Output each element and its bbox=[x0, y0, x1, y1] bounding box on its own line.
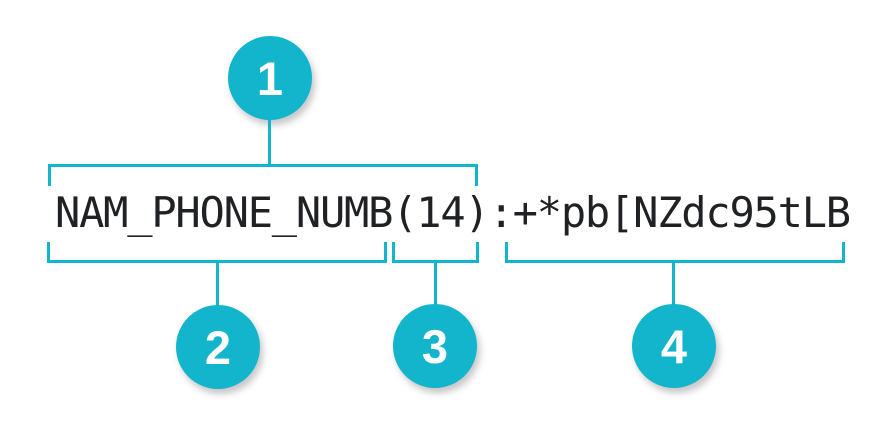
callout-badge-2: 2 bbox=[176, 305, 260, 389]
callout-3-number: 3 bbox=[421, 319, 449, 373]
callout-badge-4: 4 bbox=[632, 304, 716, 388]
callout-1-connector-line bbox=[268, 119, 271, 165]
callout-3-connector-line bbox=[434, 263, 437, 307]
callout-1-number: 1 bbox=[256, 51, 284, 105]
callout-badge-1: 1 bbox=[228, 36, 312, 120]
token-length-segment: (14) bbox=[392, 188, 490, 237]
callout-4-connector-line bbox=[672, 263, 675, 307]
callout-2-connector-line bbox=[216, 263, 219, 308]
token-infotype-segment: NAM_PHONE_NUMB bbox=[55, 188, 393, 237]
bracket-surrogate bbox=[505, 242, 845, 263]
bracket-length bbox=[392, 242, 479, 263]
token-surrogate-segment: +*pb[NZdc95tLB bbox=[512, 188, 851, 237]
bracket-full-token-prefix bbox=[48, 164, 478, 186]
token-separator: : bbox=[488, 188, 514, 237]
bracket-infotype bbox=[47, 242, 387, 263]
token-string: NAM_PHONE_NUMB(14):+*pb[NZdc95tLB bbox=[55, 188, 851, 237]
callout-2-number: 2 bbox=[204, 320, 232, 374]
callout-4-number: 4 bbox=[660, 319, 688, 373]
callout-badge-3: 3 bbox=[393, 304, 477, 388]
